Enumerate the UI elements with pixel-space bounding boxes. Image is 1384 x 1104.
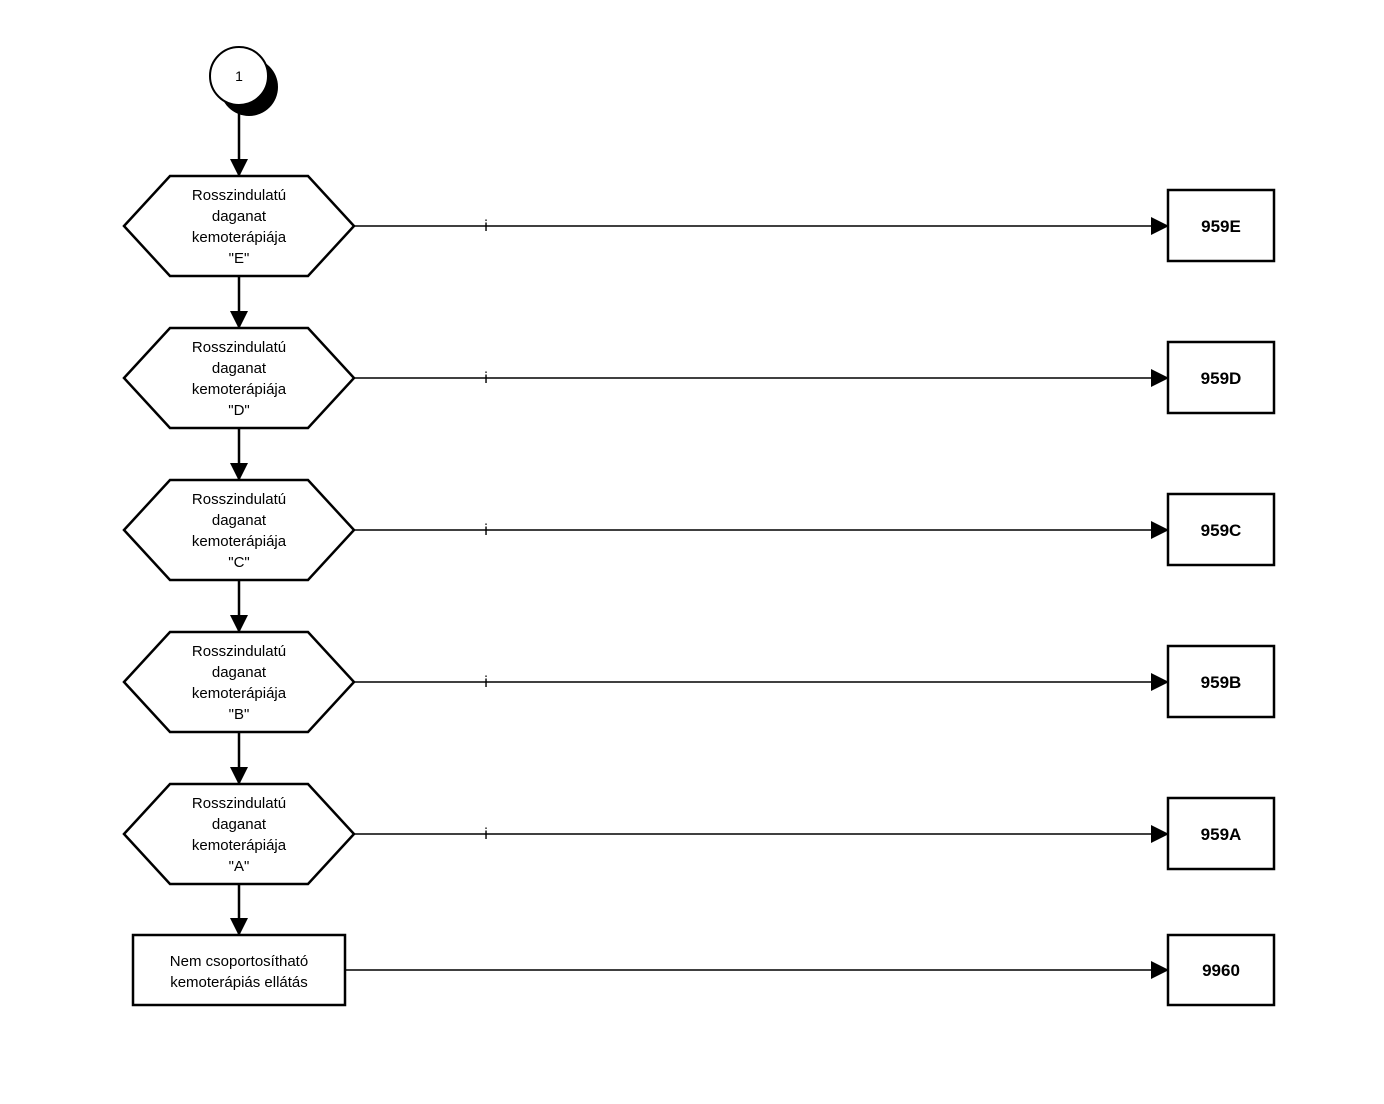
decision-text-line: daganat bbox=[212, 208, 267, 225]
decision-text-line: kemoterápiája bbox=[192, 685, 287, 702]
target-label: 959A bbox=[1201, 825, 1242, 844]
decision-row: Rosszindulatú daganat kemoterápiája "C" i 959… bbox=[122, 478, 1276, 633]
decision-row: Rosszindulatú daganat kemoterápiája "A" i 959… bbox=[122, 782, 1276, 936]
decision-text-line: Rosszindulatú bbox=[192, 491, 286, 508]
decision-list: Rosszindulatú daganat kemoterápiája "E" i 959… bbox=[122, 174, 1276, 936]
decision-text-line: kemoterápiája bbox=[192, 837, 287, 854]
target-box bbox=[1166, 492, 1276, 567]
target-box bbox=[1166, 188, 1276, 263]
branch-label: i bbox=[484, 522, 488, 539]
decision-text-line: kemoterápiája bbox=[192, 381, 287, 398]
decision-row: Rosszindulatú daganat kemoterápiája "E" i 959… bbox=[122, 174, 1276, 329]
start-label: 1 bbox=[235, 68, 243, 84]
target-label: 959E bbox=[1201, 217, 1241, 236]
decision-row: Rosszindulatú daganat kemoterápiája "B" i 959… bbox=[122, 630, 1276, 785]
target-label: 959B bbox=[1201, 673, 1242, 692]
target-label: 959D bbox=[1201, 369, 1242, 388]
decision-text-line: daganat bbox=[212, 360, 267, 377]
final-target-box bbox=[1166, 933, 1276, 1007]
start-connector: 1 bbox=[209, 46, 278, 116]
branch-label: i bbox=[484, 370, 488, 387]
decision-row: Rosszindulatú daganat kemoterápiája "D" i 959… bbox=[122, 326, 1276, 481]
final-process: Nem csoportosítható kemoterápiás ellátás… bbox=[131, 933, 1276, 1007]
decision-text-line: kemoterápiája bbox=[192, 229, 287, 246]
decision-text-line: Rosszindulatú bbox=[192, 795, 286, 812]
target-box bbox=[1166, 796, 1276, 871]
decision-text-line: "D" bbox=[228, 402, 249, 419]
decision-text-line: Rosszindulatú bbox=[192, 187, 286, 204]
target-box bbox=[1166, 340, 1276, 415]
target-label: 959C bbox=[1201, 521, 1242, 540]
decision-text-line: Rosszindulatú bbox=[192, 643, 286, 660]
final-process-box bbox=[131, 933, 347, 1007]
branch-label: i bbox=[484, 218, 488, 235]
decision-text-line: "E" bbox=[229, 250, 250, 267]
branch-label: i bbox=[484, 674, 488, 691]
final-line-2: kemoterápiás ellátás bbox=[170, 974, 308, 991]
decision-text-line: "B" bbox=[229, 706, 250, 723]
target-box bbox=[1166, 644, 1276, 719]
decision-text-line: "A" bbox=[229, 858, 250, 875]
final-line-1: Nem csoportosítható bbox=[170, 953, 308, 970]
decision-text-line: "C" bbox=[228, 554, 249, 571]
decision-text-line: daganat bbox=[212, 512, 267, 529]
decision-text-line: kemoterápiája bbox=[192, 533, 287, 550]
decision-text-line: daganat bbox=[212, 816, 267, 833]
branch-label: i bbox=[484, 826, 488, 843]
decision-text-line: Rosszindulatú bbox=[192, 339, 286, 356]
decision-text-line: daganat bbox=[212, 664, 267, 681]
final-target-label: 9960 bbox=[1202, 961, 1240, 980]
